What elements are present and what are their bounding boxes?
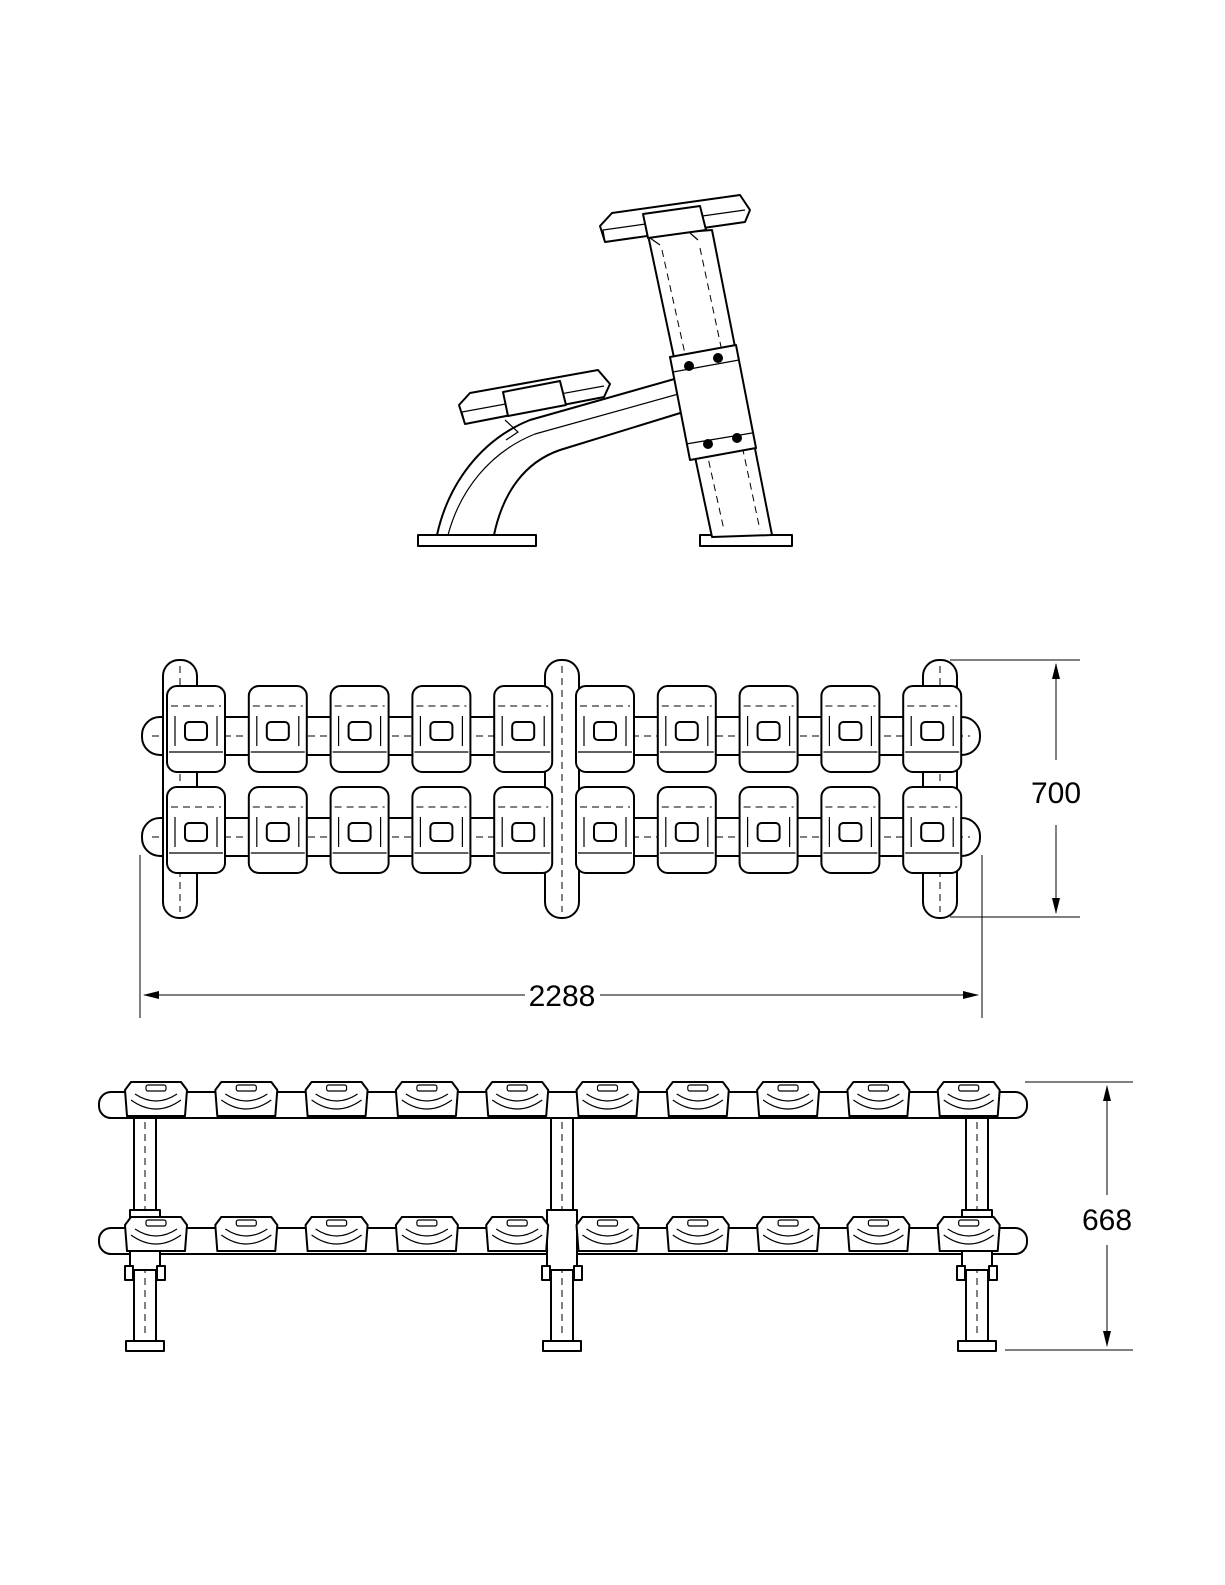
top-saddle bbox=[903, 686, 961, 772]
top-saddle bbox=[249, 787, 307, 873]
front-left-foot bbox=[126, 1341, 164, 1351]
front-saddle bbox=[577, 1082, 639, 1116]
side-clamp-plate bbox=[670, 345, 756, 460]
top-saddle bbox=[167, 787, 225, 873]
top-saddle bbox=[494, 686, 552, 772]
top-view: 700 2288 bbox=[140, 660, 1081, 1018]
front-center-foot bbox=[543, 1341, 581, 1351]
front-saddle bbox=[125, 1217, 187, 1251]
top-saddle bbox=[331, 686, 389, 772]
width-dimension: 2288 bbox=[529, 980, 596, 1013]
top-saddle bbox=[903, 787, 961, 873]
front-view: 668 bbox=[99, 1082, 1133, 1351]
top-saddle bbox=[658, 787, 716, 873]
front-saddle bbox=[215, 1082, 277, 1116]
top-saddle bbox=[658, 686, 716, 772]
front-saddle bbox=[215, 1217, 277, 1251]
front-saddle bbox=[486, 1082, 548, 1116]
top-saddle bbox=[494, 787, 552, 873]
front-saddle bbox=[847, 1217, 909, 1251]
top-saddle bbox=[249, 686, 307, 772]
top-saddle bbox=[740, 686, 798, 772]
front-saddle bbox=[577, 1217, 639, 1251]
front-center-clamp bbox=[547, 1210, 577, 1270]
front-right-foot bbox=[958, 1341, 996, 1351]
front-saddle bbox=[938, 1217, 1000, 1251]
front-saddle bbox=[667, 1082, 729, 1116]
front-saddle bbox=[396, 1082, 458, 1116]
front-saddle bbox=[306, 1217, 368, 1251]
depth-dimension: 700 bbox=[1031, 777, 1081, 810]
front-saddle bbox=[486, 1217, 548, 1251]
front-saddle bbox=[667, 1217, 729, 1251]
side-view bbox=[418, 195, 792, 546]
height-dimension: 668 bbox=[1082, 1204, 1132, 1237]
front-saddle bbox=[396, 1217, 458, 1251]
front-saddle bbox=[306, 1082, 368, 1116]
top-saddle bbox=[412, 686, 470, 772]
top-saddle bbox=[412, 787, 470, 873]
top-saddle bbox=[331, 787, 389, 873]
front-saddle bbox=[757, 1082, 819, 1116]
top-saddle bbox=[576, 787, 634, 873]
top-saddle bbox=[821, 686, 879, 772]
side-front-foot bbox=[418, 535, 536, 546]
front-saddle bbox=[847, 1082, 909, 1116]
top-saddle bbox=[576, 686, 634, 772]
top-saddle bbox=[167, 686, 225, 772]
front-saddle bbox=[125, 1082, 187, 1116]
top-saddle bbox=[740, 787, 798, 873]
top-saddle bbox=[821, 787, 879, 873]
front-saddle bbox=[757, 1217, 819, 1251]
front-saddle bbox=[938, 1082, 1000, 1116]
